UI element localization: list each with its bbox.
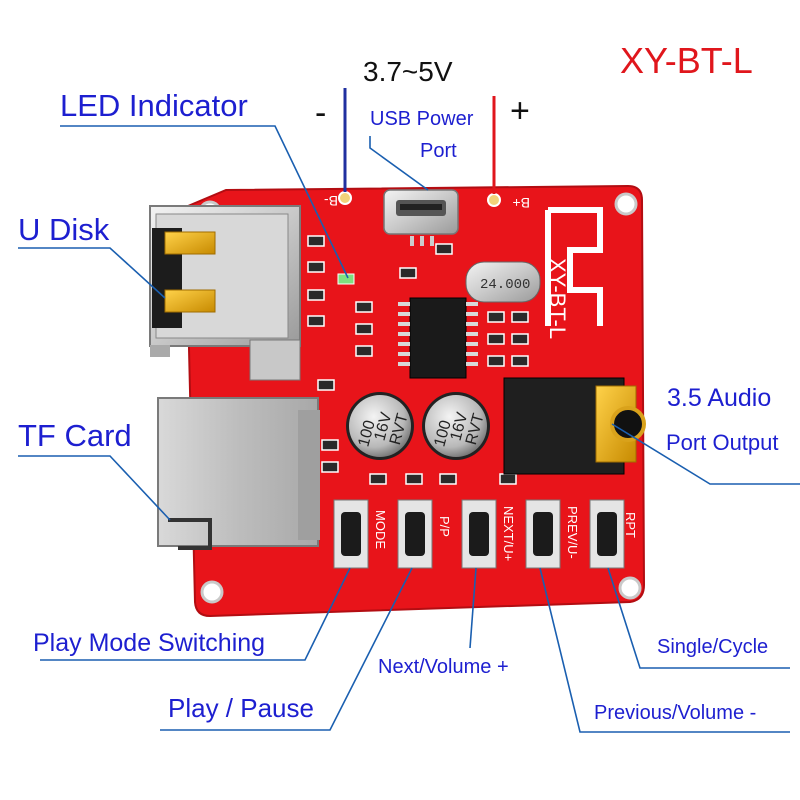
audio-label-2: Port Output [666, 430, 779, 455]
smd-components [307, 235, 529, 485]
capacitor-right: 100 16V RVT [422, 392, 490, 460]
leader-next [469, 567, 477, 649]
next-volume-label: Next/Volume + [378, 656, 509, 678]
led-indicator-label: LED Indicator [60, 88, 248, 123]
play-mode-label: Play Mode Switching [33, 629, 266, 657]
minus-sign: - [315, 94, 327, 132]
usb-power-label-1: USB Power [370, 108, 474, 130]
leader-single-cycle [607, 567, 790, 669]
b-plus-silk: B+ [512, 195, 530, 211]
u-disk-port [149, 205, 301, 381]
button-play-pause [397, 499, 433, 569]
b-plus-pad [487, 193, 501, 207]
silk-pp: P/P [437, 516, 452, 537]
leader-previous [539, 567, 790, 733]
usb-power-label-2: Port [420, 140, 457, 162]
button-next [461, 499, 497, 569]
silk-mode: MODE [373, 510, 388, 549]
leader-u-disk [18, 247, 166, 299]
mount-hole [618, 576, 642, 600]
leader-usb-power [369, 136, 429, 191]
tf-card-label: TF Card [18, 418, 132, 453]
buttons-row [333, 499, 625, 569]
mount-hole [200, 580, 224, 604]
capacitor-left-voltage: 16V [372, 410, 396, 442]
capacitor-left: 100 16V RVT [346, 392, 414, 460]
leader-tf-card [18, 455, 171, 521]
board-model-silk: XY-BT-L [545, 258, 570, 339]
b-minus-pad [338, 191, 352, 205]
capacitor-right-value: 100 [431, 418, 454, 448]
crystal-oscillator: 24.000 [465, 261, 541, 303]
tf-card-slot [157, 397, 320, 550]
audio-label-1: 3.5 Audio [667, 384, 772, 412]
play-pause-label: Play / Pause [168, 693, 314, 723]
leader-led [60, 125, 349, 279]
button-prev [525, 499, 561, 569]
plus-sign: + [510, 92, 530, 130]
button-mode [333, 499, 369, 569]
button-rpt [589, 499, 625, 569]
crystal-silk: 24.000 [480, 277, 530, 293]
mount-hole [614, 192, 638, 216]
leader-play-mode [40, 567, 351, 661]
voltage-label: 3.7~5V [363, 56, 453, 87]
antenna-trace [545, 207, 603, 326]
leader-audio [611, 423, 800, 485]
capacitor-right-voltage: 16V [448, 410, 472, 442]
silk-next: NEXT/U+ [501, 506, 516, 561]
b-minus-silk: B- [324, 193, 338, 209]
audio-jack [503, 377, 646, 475]
silk-prev: PREV/U- [565, 506, 580, 559]
main-ic [398, 297, 478, 379]
single-cycle-label: Single/Cycle [657, 636, 769, 658]
u-disk-label: U Disk [18, 212, 110, 247]
leader-play-pause [160, 567, 413, 731]
silk-rpt: RPT [623, 512, 638, 538]
usb-power-port [383, 189, 459, 246]
capacitor-left-value: 100 [355, 418, 378, 448]
previous-volume-label: Previous/Volume - [594, 702, 757, 724]
model-title: XY-BT-L [620, 40, 753, 81]
leader-lines [18, 125, 800, 733]
